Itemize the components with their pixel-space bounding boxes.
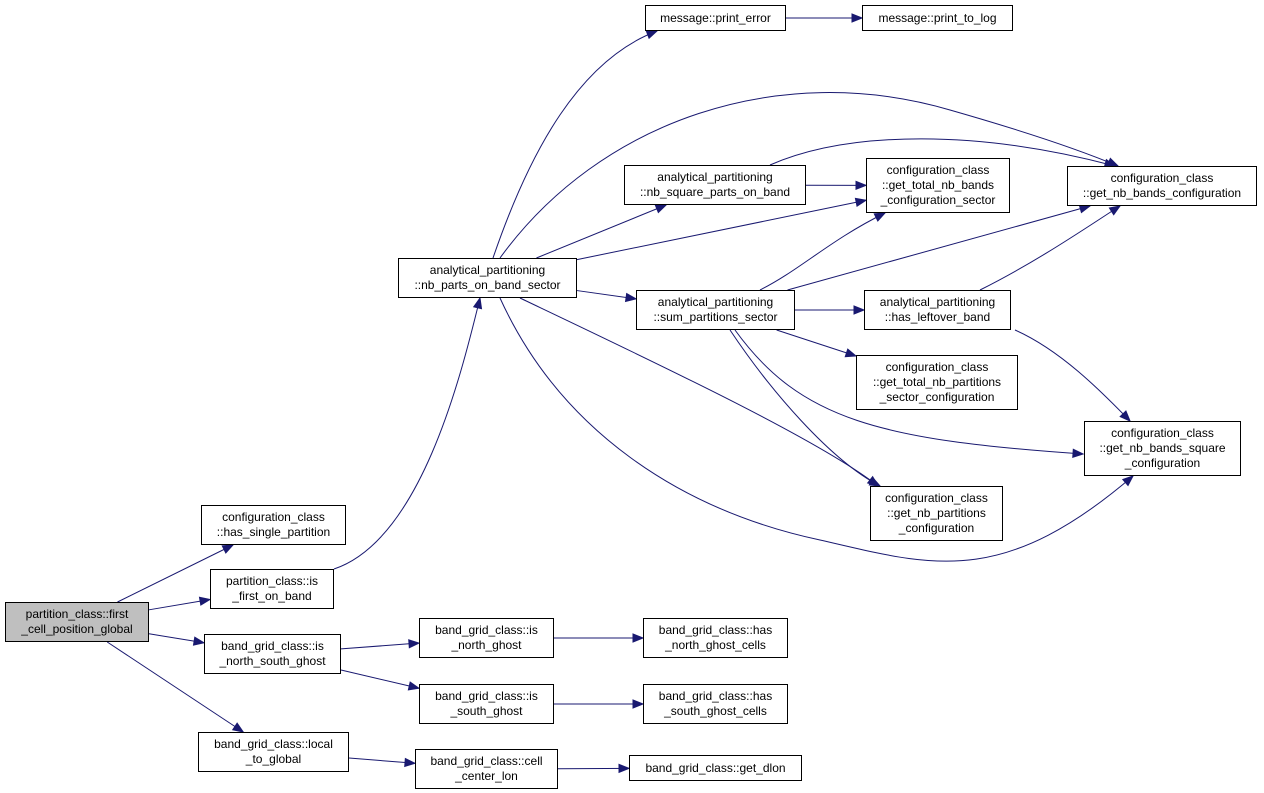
edge-nb_square_parts_on_band-to-get_nb_bands_configuration (769, 138, 1116, 167)
node-print-to-log[interactable]: message::print_to_log (862, 5, 1013, 31)
node-is-north-ghost[interactable]: band_grid_class::is _north_ghost (419, 618, 554, 658)
arrowhead-is_south_ghost-to-has_south_ghost_cells (632, 699, 645, 709)
node-cell-center-lon[interactable]: band_grid_class::cell _center_lon (415, 749, 558, 789)
node-is-first-on-band[interactable]: partition_class::is _first_on_band (210, 569, 334, 609)
edge-local_to_global-to-cell_center_lon (348, 757, 416, 764)
arrowhead-sum_partitions_sector-to-has_leftover_band (853, 305, 866, 315)
node-label: band_grid_class::has _north_ghost_cells (658, 623, 773, 652)
edge-sum_partitions_sector-to-get_nb_bands_square_configuration (734, 329, 1084, 455)
arrowhead-nb_parts_on_band_sector-to-get_nb_bands_square_configuration (1121, 475, 1135, 487)
node-label: configuration_class ::get_nb_bands_squar… (1099, 426, 1226, 470)
node-get-nb-bands-square-configuration[interactable]: configuration_class ::get_nb_bands_squar… (1084, 421, 1241, 476)
node-label: configuration_class ::get_total_nb_parti… (872, 360, 1002, 404)
edge-has_leftover_band-to-get_nb_bands_square_configuration (1014, 329, 1131, 422)
edge-nb_parts_on_band_sector-to-get_nb_bands_configuration (499, 92, 1119, 259)
arrowhead-is_north_ghost-to-has_north_ghost_cells (632, 633, 645, 643)
node-label: configuration_class ::get_nb_bands_confi… (1082, 171, 1242, 200)
node-label: message::print_to_log (878, 10, 997, 25)
arrowhead-sum_partitions_sector-to-get_total_nb_bands_configuration_sector (873, 212, 887, 222)
node-label: band_grid_class::has _south_ghost_cells (658, 689, 773, 718)
node-local-to-global[interactable]: band_grid_class::local _to_global (198, 732, 349, 772)
arrowhead-partition_first_cell-to-is_first_on_band (198, 596, 212, 606)
node-label: band_grid_class::local _to_global (214, 737, 333, 766)
arrowhead-partition_first_cell-to-is_north_south_ghost (192, 636, 206, 646)
node-get-nb-partitions-configuration[interactable]: configuration_class ::get_nb_partitions … (870, 486, 1003, 541)
edge-is_north_south_ghost-to-is_north_ghost (340, 642, 420, 650)
node-nb-square-parts-on-band[interactable]: analytical_partitioning ::nb_square_part… (624, 165, 806, 205)
edge-has_leftover_band-to-get_nb_bands_configuration (979, 205, 1121, 291)
node-label: configuration_class ::get_nb_partitions … (885, 491, 988, 535)
arrowhead-has_leftover_band-to-get_nb_bands_square_configuration (1119, 410, 1131, 422)
node-label: configuration_class ::has_single_partiti… (216, 510, 331, 539)
node-label: configuration_class ::get_total_nb_bands… (880, 163, 996, 207)
arrowhead-nb_parts_on_band_sector-to-get_total_nb_bands_configuration_sector (854, 197, 868, 208)
node-nb-parts-on-band-sector[interactable]: analytical_partitioning ::nb_parts_on_ba… (398, 258, 577, 298)
node-is-north-south-ghost[interactable]: band_grid_class::is _north_south_ghost (204, 634, 341, 674)
node-get-total-nb-partitions-sector-configuration[interactable]: configuration_class ::get_total_nb_parti… (856, 355, 1018, 410)
node-get-total-nb-bands-configuration-sector[interactable]: configuration_class ::get_total_nb_bands… (866, 158, 1010, 213)
edge-nb_parts_on_band_sector-to-get_total_nb_bands_configuration_sector (576, 199, 867, 261)
edge-sum_partitions_sector-to-get_nb_bands_configuration (787, 205, 1091, 291)
node-has-single-partition[interactable]: configuration_class ::has_single_partiti… (201, 505, 346, 545)
node-label: band_grid_class::is _north_south_ghost (219, 639, 326, 668)
edge-partition_first_cell-to-has_single_partition (117, 544, 234, 603)
edge-nb_parts_on_band_sector-to-nb_square_parts_on_band (536, 204, 667, 259)
node-has-south-ghost-cells[interactable]: band_grid_class::has _south_ghost_cells (643, 684, 788, 724)
arrowhead-is_north_south_ghost-to-is_south_ghost (407, 681, 421, 691)
node-label: partition_class::first _cell_position_gl… (21, 607, 133, 636)
edge-partition_first_cell-to-local_to_global (106, 641, 244, 733)
node-get-nb-bands-configuration[interactable]: configuration_class ::get_nb_bands_confi… (1067, 166, 1257, 206)
edge-sum_partitions_sector-to-get_total_nb_bands_configuration_sector (759, 212, 886, 291)
node-label: partition_class::is _first_on_band (225, 574, 319, 603)
arrowhead-nb_parts_on_band_sector-to-print_error (645, 30, 659, 40)
arrowhead-print_error-to-print_to_log (851, 13, 864, 23)
node-label: band_grid_class::cell _center_lon (430, 754, 543, 783)
edge-sum_partitions_sector-to-get_total_nb_partitions_sector_configuration (776, 329, 857, 357)
edge-nb_parts_on_band_sector-to-get_nb_bands_square_configuration (499, 297, 1134, 562)
arrowhead-partition_first_cell-to-local_to_global (231, 722, 245, 733)
arrowhead-cell_center_lon-to-get_dlon (618, 763, 631, 774)
arrowhead-has_leftover_band-to-get_nb_bands_configuration (1108, 205, 1122, 216)
node-label: analytical_partitioning ::has_leftover_b… (879, 295, 996, 324)
arrowhead-nb_square_parts_on_band-to-get_total_nb_bands_configuration_sector (855, 180, 868, 191)
edge-is_first_on_band-to-nb_parts_on_band_sector (333, 297, 481, 570)
edge-is_north_south_ghost-to-is_south_ghost (340, 669, 420, 689)
node-label: analytical_partitioning ::nb_square_part… (639, 170, 791, 199)
node-partition-first-cell: partition_class::first _cell_position_gl… (5, 602, 149, 642)
node-has-north-ghost-cells[interactable]: band_grid_class::has _north_ghost_cells (643, 618, 788, 658)
arrowhead-sum_partitions_sector-to-get_nb_bands_square_configuration (1072, 448, 1085, 459)
arrowhead-is_first_on_band-to-nb_parts_on_band_sector (472, 296, 483, 310)
node-print-error[interactable]: message::print_error (645, 5, 786, 31)
node-is-south-ghost[interactable]: band_grid_class::is _south_ghost (419, 684, 554, 724)
arrowhead-sum_partitions_sector-to-get_total_nb_partitions_sector_configuration (844, 348, 858, 358)
arrowhead-partition_first_cell-to-has_single_partition (221, 544, 235, 554)
edge-sum_partitions_sector-to-get_nb_partitions_configuration (729, 329, 881, 487)
edge-nb_parts_on_band_sector-to-print_error (492, 30, 658, 259)
node-get-dlon[interactable]: band_grid_class::get_dlon (629, 755, 802, 781)
arrowhead-local_to_global-to-cell_center_lon (404, 757, 417, 768)
node-label: band_grid_class::is _north_ghost (435, 623, 538, 652)
node-label: analytical_partitioning ::nb_parts_on_ba… (414, 263, 561, 292)
node-label: message::print_error (660, 10, 771, 25)
arrowhead-is_north_south_ghost-to-is_north_ghost (408, 639, 421, 649)
arrowhead-nb_parts_on_band_sector-to-sum_partitions_sector (624, 292, 638, 303)
node-label: analytical_partitioning ::sum_partitions… (653, 295, 778, 324)
arrowhead-nb_parts_on_band_sector-to-nb_square_parts_on_band (654, 204, 668, 214)
arrowhead-sum_partitions_sector-to-get_nb_partitions_configuration (868, 476, 882, 487)
node-label: band_grid_class::get_dlon (645, 760, 786, 775)
node-sum-partitions-sector[interactable]: analytical_partitioning ::sum_partitions… (636, 290, 795, 330)
node-label: band_grid_class::is _south_ghost (435, 689, 538, 718)
node-has-leftover-band[interactable]: analytical_partitioning ::has_leftover_b… (864, 290, 1011, 330)
